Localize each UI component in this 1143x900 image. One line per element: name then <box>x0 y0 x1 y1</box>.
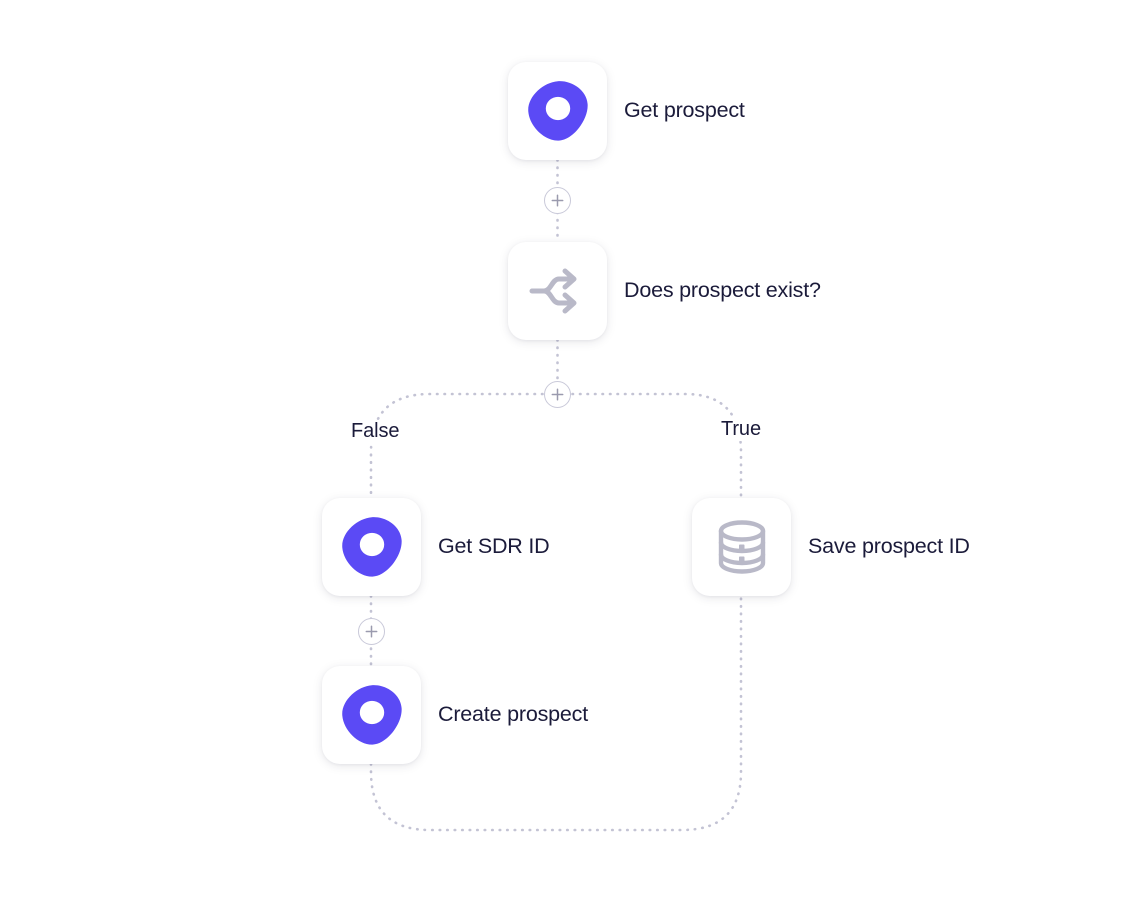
plus-icon <box>551 194 564 207</box>
plus-icon <box>365 625 378 638</box>
edge-split-to-true <box>556 392 743 500</box>
node-card[interactable] <box>508 62 607 160</box>
branch-label-true: True <box>718 418 764 441</box>
outreach-blob-icon <box>338 513 406 581</box>
branch-label-false: False <box>348 420 403 443</box>
node-card[interactable] <box>508 242 607 340</box>
branch-split-icon <box>528 261 588 321</box>
database-icon <box>711 516 773 578</box>
node-card[interactable] <box>322 498 421 596</box>
outreach-blob-icon <box>338 681 406 749</box>
node-card[interactable] <box>692 498 791 596</box>
node-label: Get prospect <box>624 98 745 123</box>
node-create-prospect[interactable]: Create prospect <box>322 666 588 764</box>
node-label: Save prospect ID <box>808 534 970 559</box>
plus-icon <box>551 388 564 401</box>
add-step-button-after-condition[interactable] <box>544 381 571 408</box>
add-step-button-after-get-sdr-id[interactable] <box>358 618 385 645</box>
edge-split-to-false <box>369 392 559 500</box>
node-label: Create prospect <box>438 702 588 727</box>
add-step-button-after-get-prospect[interactable] <box>544 187 571 214</box>
node-does-prospect-exist[interactable]: Does prospect exist? <box>508 242 821 340</box>
node-label: Does prospect exist? <box>624 278 821 303</box>
node-label: Get SDR ID <box>438 534 550 559</box>
node-card[interactable] <box>322 666 421 764</box>
node-save-prospect-id[interactable]: Save prospect ID <box>692 498 970 596</box>
node-get-sdr-id[interactable]: Get SDR ID <box>322 498 550 596</box>
node-get-prospect[interactable]: Get prospect <box>508 62 745 160</box>
outreach-blob-icon <box>524 77 592 145</box>
